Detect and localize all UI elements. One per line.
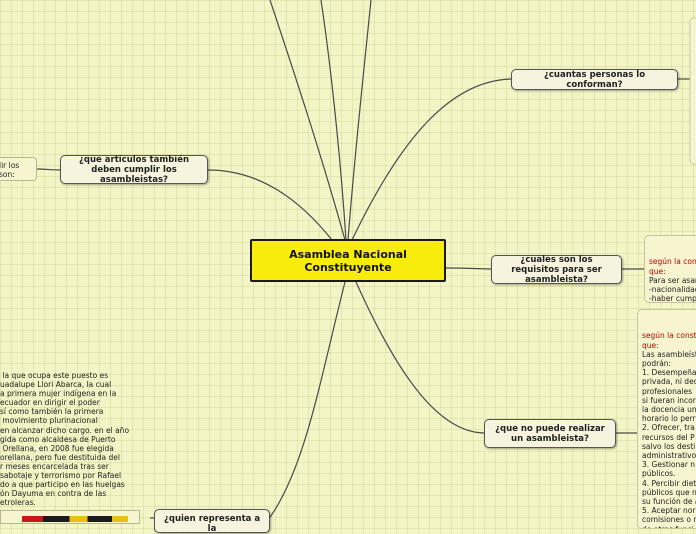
topic-no-puede-label: ¿que no puede realizar un asambleista?: [495, 423, 605, 444]
note-no-puede-heading: según la consti que:: [642, 331, 696, 350]
note-no-puede: según la consti que:Las asambleíst podrá…: [637, 309, 696, 529]
topic-cuantas-label: ¿cuantas personas lo conforman?: [543, 69, 646, 90]
note-requisitos-body: Para ser asan -nacionalidad -haber cump …: [649, 275, 696, 303]
representa-image: [22, 516, 128, 522]
connector-requisitos: [445, 267, 492, 270]
connector-top-2: [320, 0, 347, 241]
note-representa-text-body: la que ocupa este puesto es uadalupe Llo…: [0, 371, 130, 508]
connector-articulos: [207, 169, 333, 241]
topic-requisitos[interactable]: ¿cuales son los requisitos para ser asam…: [491, 254, 622, 285]
note-articulos-stub: lir los son:: [0, 157, 37, 181]
note-requisitos-heading: según la con que:: [649, 257, 696, 276]
connector-top-1: [269, 0, 346, 241]
topic-no-puede[interactable]: ¿que no puede realizar un asambleista?: [484, 419, 616, 448]
topic-representa[interactable]: ¿quien representa a la: [154, 509, 270, 534]
note-representa-text: la que ocupa este puesto es uadalupe Llo…: [0, 371, 129, 507]
cuantas-note-box: [689, 17, 696, 165]
mindmap-connectors: [36, 0, 696, 520]
topic-articulos[interactable]: ¿que articulos también deben cumplir los…: [60, 154, 208, 185]
note-no-puede-body: Las asambleíst podrán: 1. Desempeña priv…: [642, 349, 696, 528]
connector-top-3: [347, 0, 372, 241]
note-articulos-stub-text: lir los son:: [0, 161, 20, 179]
topic-representa-label: ¿quien representa a la: [163, 514, 261, 534]
connector-articulos-note: [36, 168, 61, 171]
central-topic[interactable]: Asamblea Nacional Constituyente: [250, 239, 446, 282]
connector-cuantas: [351, 78, 513, 241]
topic-requisitos-label: ¿cuales son los requisitos para ser asam…: [511, 254, 602, 285]
connector-no-puede: [355, 281, 485, 434]
connector-representa: [267, 281, 346, 520]
note-requisitos: según la con que:Para ser asan -nacional…: [644, 235, 696, 303]
topic-articulos-label: ¿que articulos también deben cumplir los…: [78, 154, 190, 185]
central-topic-label: Asamblea Nacional Constituyente: [289, 247, 407, 274]
topic-cuantas[interactable]: ¿cuantas personas lo conforman?: [511, 69, 678, 90]
